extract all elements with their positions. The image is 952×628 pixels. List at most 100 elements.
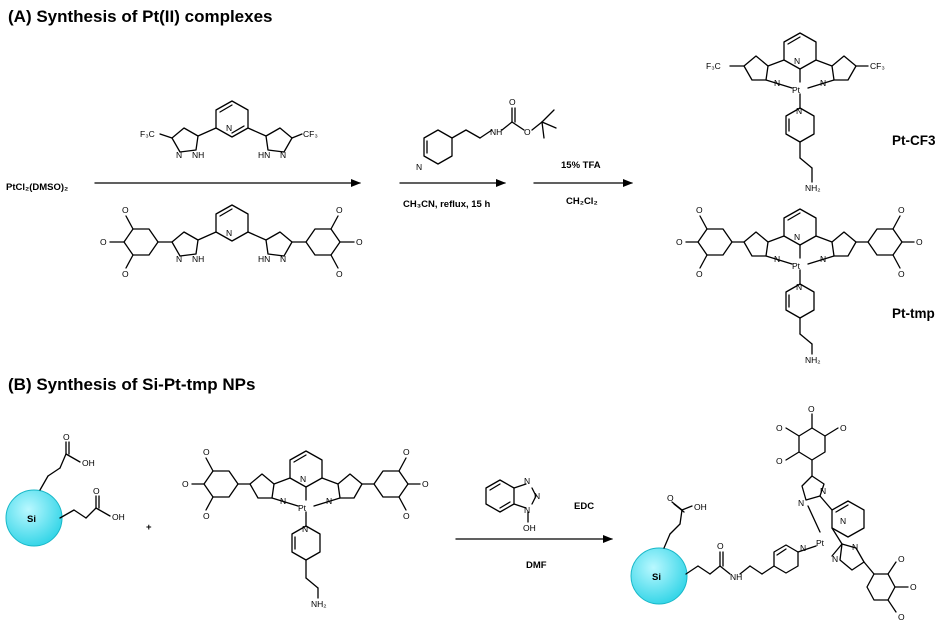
ligand2-n-right: N xyxy=(280,254,286,264)
ligand2-o5: O xyxy=(356,237,363,247)
si-product-o-bot1: O xyxy=(898,554,905,564)
ligand1-f3c: F₃C xyxy=(140,129,155,139)
b-reactant-n-left: N xyxy=(280,496,286,506)
hobt-n1: N xyxy=(524,476,530,486)
si-product-n-bottom1: N xyxy=(832,554,838,564)
start-reagent: PtCl₂(DMSO)₂ xyxy=(6,182,68,193)
boc-ester-o: O xyxy=(524,127,531,137)
si-nanoparticle-reactant xyxy=(5,489,63,547)
pt-tmp-nh2: NH₂ xyxy=(805,355,821,365)
b-reactant-nh2: NH₂ xyxy=(311,599,327,609)
ligand1-n-left: N xyxy=(176,150,182,160)
plus-sign: + xyxy=(146,522,152,533)
reagent-edc: EDC xyxy=(574,501,594,512)
b-reactant-o2: O xyxy=(182,479,189,489)
ligand2-o4: O xyxy=(336,205,343,215)
step3-bottom: CH₂Cl₂ xyxy=(566,196,598,207)
step3-top: 15% TFA xyxy=(561,160,601,171)
si-reactant-o1: O xyxy=(63,432,70,442)
pt-tmp-o3: O xyxy=(696,269,703,279)
ligand1-nh: NH xyxy=(192,150,204,160)
b-reactant-o6: O xyxy=(403,511,410,521)
si-product-amide-nh: NH xyxy=(730,572,742,582)
si-product-n-top1: N xyxy=(798,498,804,508)
ligand2-o3: O xyxy=(122,269,129,279)
si-product-o1: O xyxy=(667,493,674,503)
b-reactant-pt: Pt xyxy=(298,503,307,513)
pt-tmp-o5: O xyxy=(916,237,923,247)
pt-cf3-cf3: CF₃ xyxy=(870,61,885,71)
ligand1-cf3: CF₃ xyxy=(303,129,318,139)
ligand1-hn: HN xyxy=(258,150,270,160)
boc-pyridine-structure xyxy=(423,107,557,165)
ligand2-n-left: N xyxy=(176,254,182,264)
ligand-cf3-structure xyxy=(159,100,303,153)
section-b-title: (B) Synthesis of Si-Pt-tmp NPs xyxy=(8,375,255,394)
ligand1-pyridine-n: N xyxy=(226,123,232,133)
pt-tmp-pt: Pt xyxy=(792,261,801,271)
pt-cf3-ligand-n: N xyxy=(796,106,802,116)
pt-tmp-n-left: N xyxy=(774,254,780,264)
boc-carbonyl-o: O xyxy=(509,97,516,107)
si-product-oh: OH xyxy=(694,502,707,512)
pt-cf3-pyridine-n: N xyxy=(794,56,800,66)
si-reactant-oh1: OH xyxy=(82,458,95,468)
product-pt-tmp-label: Pt-tmp xyxy=(892,306,935,321)
pt-tmp-n-right: N xyxy=(820,254,826,264)
si-product-label: Si xyxy=(652,572,661,583)
pt-tmp-reactant-structure xyxy=(191,450,421,599)
hobt-n2: N xyxy=(534,491,540,501)
pt-cf3-nh2: NH₂ xyxy=(805,183,821,193)
pt-tmp-o4: O xyxy=(898,205,905,215)
hobt-structure xyxy=(485,479,537,523)
ligand2-o6: O xyxy=(336,269,343,279)
pt-tmp-o6: O xyxy=(898,269,905,279)
pt-cf3-n-left: N xyxy=(774,78,780,88)
si-product-n-top2: N xyxy=(820,486,826,496)
si-product-o-top2: O xyxy=(808,404,815,414)
ligand2-o2: O xyxy=(100,237,107,247)
pt-cf3-n-right: N xyxy=(820,78,826,88)
hobt-oh: OH xyxy=(523,523,536,533)
ligand2-nh: NH xyxy=(192,254,204,264)
step2-conditions: CH₃CN, reflux, 15 h xyxy=(403,199,490,210)
ligand2-pyridine-n: N xyxy=(226,228,232,238)
si-reactant-acid-chains xyxy=(39,441,111,519)
si-product-o-bot2: O xyxy=(910,582,917,592)
b-reactant-o3: O xyxy=(203,511,210,521)
hobt-n3: N xyxy=(524,505,530,515)
ligand-tmp-structure xyxy=(109,204,355,269)
si-product-o-bot3: O xyxy=(898,612,905,622)
pt-cf3-structure xyxy=(729,32,869,183)
b-reactant-o5: O xyxy=(422,479,429,489)
si-product-amide-o: O xyxy=(717,541,724,551)
si-product-o-top3: O xyxy=(840,423,847,433)
b-reactant-pyridine-n: N xyxy=(300,474,306,484)
si-pt-tmp-structure xyxy=(663,413,909,613)
si-nanoparticle-product xyxy=(630,547,688,605)
boc-pyridine-n: N xyxy=(416,162,422,172)
pt-cf3-pt: Pt xyxy=(792,85,801,95)
pt-tmp-pyridine-n: N xyxy=(794,232,800,242)
pt-tmp-o2: O xyxy=(676,237,683,247)
b-reactant-o1: O xyxy=(203,447,210,457)
b-reactant-o4: O xyxy=(403,447,410,457)
ligand1-n-right: N xyxy=(280,150,286,160)
si-product-o-top4: O xyxy=(776,456,783,466)
si-reactant-oh2: OH xyxy=(112,512,125,522)
pt-tmp-o1: O xyxy=(696,205,703,215)
b-reactant-n-right: N xyxy=(326,496,332,506)
ligand2-hn: HN xyxy=(258,254,270,264)
pt-cf3-f3c: F₃C xyxy=(706,61,721,71)
si-product-pt: Pt xyxy=(816,538,825,548)
pt-tmp-ligand-n: N xyxy=(796,282,802,292)
section-a-title: (A) Synthesis of Pt(II) complexes xyxy=(8,7,273,26)
boc-nh: NH xyxy=(490,127,502,137)
si-product-center-n: N xyxy=(840,516,846,526)
pt-tmp-structure xyxy=(685,208,915,355)
si-product-pyridine-n: N xyxy=(800,543,806,553)
b-reactant-ligand-n: N xyxy=(302,524,308,534)
si-product-n-bottom2: N xyxy=(852,542,858,552)
si-product-o-top1: O xyxy=(776,423,783,433)
